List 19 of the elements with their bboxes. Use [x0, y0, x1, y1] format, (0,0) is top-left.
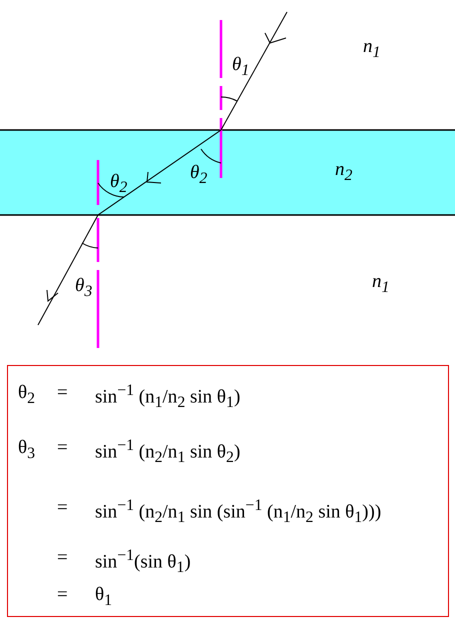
math-symbol: θ$_{2}$ [110, 172, 128, 196]
math-symbol: θ$_{1}$ [232, 55, 250, 79]
formula-text: θ$_{3}$ [18, 438, 36, 462]
formula-text: sin$^{−1}$ (n$_{2}$/n$_{1}$ sin (sin$^{−1}$ (n$_{1}$/n$_{2}$ sin θ$_{1}$))) [95, 498, 382, 526]
formula-text: = [57, 548, 68, 567]
formula-text: = [57, 585, 68, 604]
math-symbol: n$_{1}$ [372, 272, 390, 296]
formula-text: = [57, 438, 68, 457]
formula-text: sin$^{−1}$ (n$_{2}$/n$_{1}$ sin θ$_{2}$) [95, 438, 240, 466]
formula-text: sin$^{−1}$ (n$_{1}$/n$_{2}$ sin θ$_{1}$) [95, 383, 240, 411]
formula-text: θ$_{2}$ [18, 383, 36, 407]
formula-text: = [57, 383, 68, 402]
formula-text: sin$^{−1}$(sin θ$_{1}$) [95, 548, 191, 576]
math-symbol: n$_{2}$ [335, 160, 352, 184]
formula-text: = [57, 498, 68, 517]
math-symbol: θ$_{2}$ [190, 163, 208, 187]
formula-text: θ$_{1}$ [95, 585, 112, 609]
math-symbol: θ$_{3}$ [75, 276, 92, 300]
math-symbol: n$_{1}$ [363, 37, 380, 61]
